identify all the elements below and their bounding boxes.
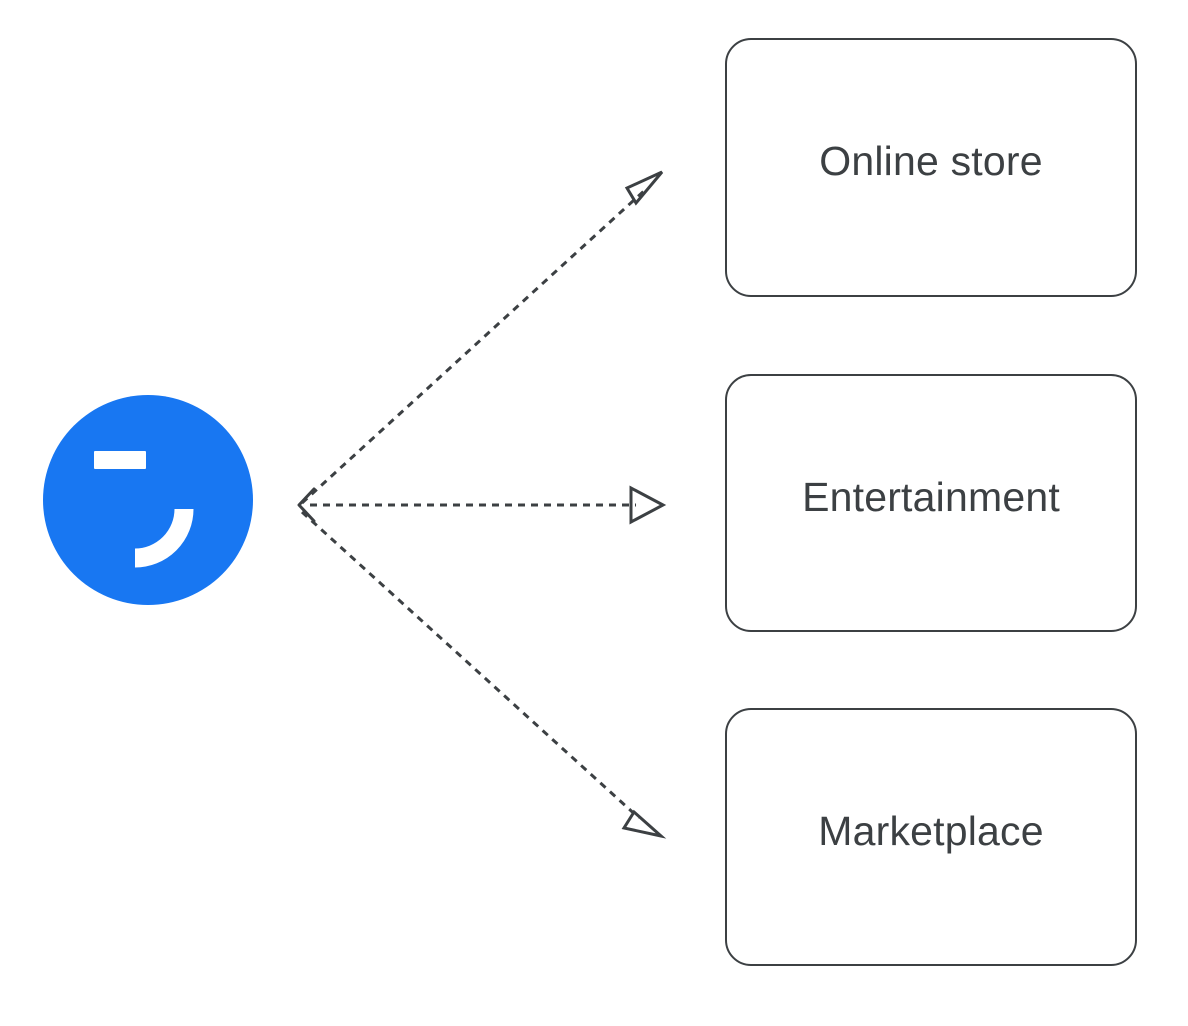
node-online-store-label: Online store bbox=[819, 138, 1043, 184]
smiley-eye-bar bbox=[94, 451, 146, 469]
node-entertainment-label: Entertainment bbox=[802, 473, 1060, 520]
edge-to-online-store bbox=[300, 188, 647, 505]
junction-arrow-left-icon bbox=[297, 487, 316, 523]
node-marketplace[interactable]: Marketplace bbox=[725, 708, 1137, 966]
smiley-arc bbox=[134, 508, 194, 568]
node-entertainment[interactable]: Entertainment bbox=[725, 374, 1137, 632]
arrowhead-entertainment-icon bbox=[629, 485, 667, 525]
blue-circle-smiley-icon bbox=[43, 395, 253, 605]
node-online-store[interactable]: Online store bbox=[725, 38, 1137, 297]
edge-to-marketplace bbox=[300, 510, 641, 820]
connector-lines bbox=[300, 188, 647, 820]
arrowhead-marketplace-icon bbox=[621, 809, 667, 839]
node-marketplace-label: Marketplace bbox=[818, 807, 1044, 854]
source-circle bbox=[43, 395, 253, 605]
arrowhead-online-store-icon bbox=[624, 170, 664, 206]
